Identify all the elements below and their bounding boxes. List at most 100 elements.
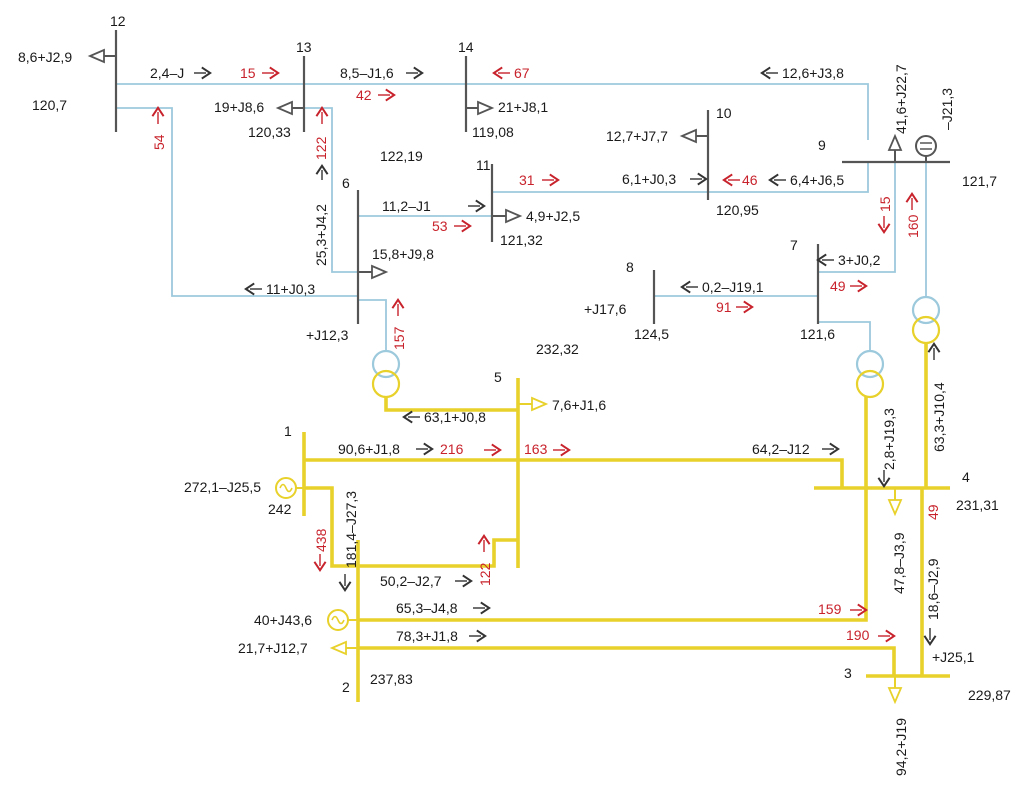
voltage-4: 231,31 — [956, 497, 999, 513]
voltage-9: 121,7 — [962, 173, 997, 189]
gen-1-value: 272,1–J25,5 — [184, 479, 261, 495]
voltage-10: 120,95 — [716, 202, 759, 218]
current-9-tr: 160 — [905, 214, 921, 238]
voltage-11: 121,32 — [500, 232, 543, 248]
load-3 — [887, 676, 903, 705]
current-13-6: 122 — [313, 136, 329, 160]
generators — [275, 135, 937, 631]
load-6-value: 15,8+J9,8 — [372, 246, 434, 262]
transformer-7-4 — [855, 349, 885, 399]
load-12-value: 8,6+J2,9 — [18, 49, 72, 65]
line-1-2 — [304, 486, 358, 568]
load-13 — [275, 100, 304, 116]
flow-4-3: 18,6–J2,9 — [925, 558, 941, 620]
line-2-4 — [358, 396, 868, 622]
current-6-11: 53 — [432, 218, 448, 234]
load-5-value: 7,6+J1,6 — [552, 397, 606, 413]
load-10 — [679, 128, 708, 144]
flow-6-12: 11+J0,3 — [266, 281, 315, 297]
flow-2-3: 78,3+J1,8 — [396, 628, 458, 644]
current-4-3: 49 — [925, 504, 941, 520]
generator-1 — [275, 477, 304, 499]
current-12-6: 54 — [151, 134, 167, 150]
load-4-value: 47,8–J3,9 — [891, 532, 907, 594]
voltage-2: 237,83 — [370, 671, 413, 687]
current-1-2: 438 — [313, 528, 329, 552]
gen-6-value: +J12,3 — [306, 327, 349, 343]
voltage-13: 120,33 — [248, 124, 291, 140]
voltage-labels: 120,7 120,33 119,08 122,19 120,95 121,7 … — [32, 97, 1011, 703]
load-11 — [492, 208, 523, 224]
line-6-tr — [358, 299, 387, 352]
load-9-value: 41,6+J22,7 — [893, 64, 909, 134]
voltage-8: 124,5 — [634, 326, 669, 342]
node-label-11: 11 — [476, 157, 491, 173]
flow-13-6: 25,3+J4,2 — [313, 204, 329, 266]
node-labels: 12 13 14 10 9 11 6 7 8 5 1 4 3 2 — [110, 13, 970, 695]
hv-lines — [304, 342, 928, 676]
current-6-tr: 157 — [391, 326, 407, 350]
load-10-value: 12,7+J7,7 — [606, 128, 668, 144]
flow-9-4: 63,3+J10,4 — [931, 382, 947, 452]
flow-1-4: 90,6+J1,8 — [338, 441, 400, 457]
load-2 — [329, 640, 358, 656]
lv-lines — [116, 83, 927, 352]
loads — [87, 48, 903, 705]
node-label-10: 10 — [716, 105, 732, 121]
node-label-3: 3 — [844, 665, 852, 681]
flow-labels: 8,6+J2,9 2,4–J 8,5–J1,6 12,6+J3,8 19+J8,… — [18, 49, 975, 665]
load-12 — [87, 48, 116, 64]
current-11-10: 31 — [519, 172, 535, 188]
flow-2-5: 50,2–J2,7 — [380, 573, 442, 589]
flow-9-10: 6,4+J6,5 — [790, 172, 844, 188]
node-label-13: 13 — [296, 39, 312, 55]
current-5-4: 163 — [524, 441, 548, 457]
flow-9-7: 3+J0,2 — [838, 252, 881, 268]
current-2-4: 159 — [818, 601, 842, 617]
line-9-7 — [818, 162, 896, 273]
flow-1-2: 181,4–J27,3 — [343, 491, 359, 568]
flow-5-4: 64,2–J12 — [752, 441, 810, 457]
load-5 — [518, 396, 549, 412]
flow-2-4: 65,3–J4,8 — [396, 600, 458, 616]
node-label-12: 12 — [110, 13, 126, 29]
line-2-5 — [358, 538, 518, 568]
vertical-flow-labels: 25,3+J4,2 41,6+J22,7 –J21,3 181,4–J27,3 … — [313, 64, 955, 776]
current-2-5: 122 — [477, 562, 493, 586]
load-14-value: 21+J8,1 — [498, 99, 548, 115]
voltage-5: 232,32 — [536, 341, 579, 357]
comp-9-value: –J21,3 — [939, 88, 955, 130]
line-12-9 — [116, 83, 869, 140]
load-14 — [466, 100, 495, 116]
flow-7-4: 2,8+J19,3 — [881, 408, 897, 470]
current-12-13: 15 — [240, 65, 256, 81]
current-9-10: 46 — [742, 172, 758, 188]
node-label-9: 9 — [818, 137, 826, 153]
current-1-5: 216 — [440, 441, 464, 457]
compensator-9 — [915, 135, 937, 162]
line-12-6 — [116, 107, 358, 297]
flow-arrows — [194, 66, 941, 646]
transformer-6-5 — [371, 349, 401, 399]
flow-6-11: 11,2–J1 — [382, 198, 431, 214]
load-13-value: 19+J8,6 — [214, 99, 264, 115]
flow-13-14: 8,5–J1,6 — [340, 65, 394, 81]
line-5-tr — [384, 396, 518, 412]
load-3-value: 94,2+J19 — [893, 718, 909, 776]
node-label-6: 6 — [342, 175, 350, 191]
voltage-1: 242 — [268, 501, 292, 517]
line-11-9 — [492, 162, 869, 193]
load-9 — [887, 133, 903, 162]
line-1-4 — [304, 458, 844, 488]
current-arrows — [151, 66, 919, 643]
gen-8-value: +J17,6 — [584, 301, 627, 317]
transformers — [371, 295, 941, 399]
node-label-4: 4 — [962, 469, 970, 485]
line-2-3 — [358, 646, 896, 676]
flow-7-8: 0,2–J19,1 — [702, 279, 764, 295]
current-13-14: 42 — [356, 87, 372, 103]
buses — [114, 30, 950, 702]
current-labels: 15 67 42 31 46 53 49 91 216 163 159 190 … — [151, 65, 941, 643]
load-2-value: 21,7+J12,7 — [238, 640, 308, 656]
